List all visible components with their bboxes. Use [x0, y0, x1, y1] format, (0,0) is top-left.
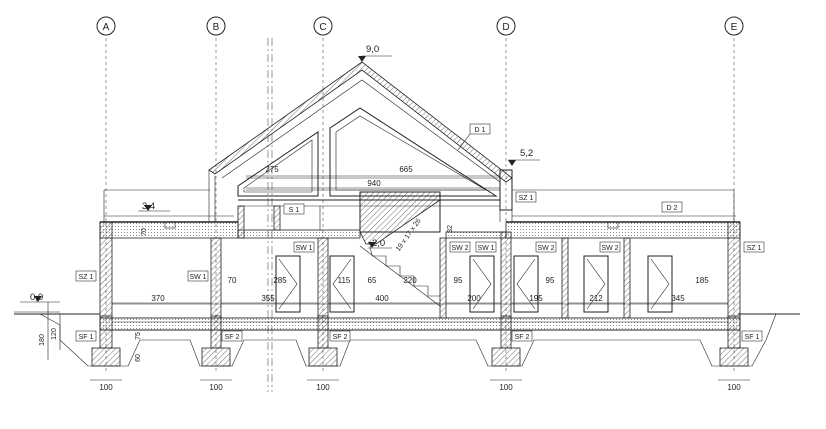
tag-sw2-mid: SW 2: [537, 245, 554, 252]
elevation-low-roof: 3,4: [142, 201, 155, 212]
axis-bubble-e: E: [724, 16, 744, 36]
dim-285: 285: [273, 276, 287, 285]
tag-s1: S 1: [289, 207, 300, 214]
dim-footing-d: 100: [499, 383, 513, 392]
axis-bubble-a: A: [96, 16, 116, 36]
dim-355: 355: [261, 294, 275, 303]
tag-sf1-e: SF 1: [745, 334, 760, 341]
dim-75: 75: [135, 332, 142, 340]
tag-sw2-right: SW 2: [601, 245, 618, 252]
axis-bubble-d: D: [496, 16, 516, 36]
dim-212: 212: [589, 294, 603, 303]
axis-label-e: E: [731, 22, 738, 33]
axis-label-a: A: [103, 22, 110, 33]
tag-sw1-c: SW 1: [295, 245, 312, 252]
tag-sw1-d: SW 1: [477, 245, 494, 252]
tag-sf2-b: SF 2: [225, 334, 240, 341]
dim-400: 400: [375, 294, 389, 303]
dimension-lines: [47, 175, 750, 381]
dim-95-a: 95: [454, 276, 463, 285]
axis-bubble-b: B: [206, 16, 226, 36]
dim-195: 195: [529, 294, 543, 303]
floor-slab: [99, 303, 741, 331]
ground-line: [14, 311, 800, 315]
tag-sw2-stair: SW 2: [451, 245, 468, 252]
dim-footing-b: 100: [209, 383, 223, 392]
dim-220: 220: [403, 276, 417, 285]
dim-940: 940: [367, 179, 381, 188]
dim-footing-e: 100: [727, 383, 741, 392]
dim-120: 120: [51, 328, 58, 340]
dim-370: 370: [151, 294, 165, 303]
door-frames: [275, 255, 673, 313]
tag-d1: D 1: [475, 127, 486, 134]
attic-floor: [237, 177, 500, 239]
grid-axes: [105, 38, 735, 392]
ground-walls: [99, 221, 741, 319]
parapets: [103, 189, 735, 229]
dim-185: 185: [695, 276, 709, 285]
elevation-eave: 5,2: [520, 148, 533, 159]
dim-footing-a: 100: [99, 383, 113, 392]
axis-label-d: D: [502, 22, 509, 33]
tag-sf2-c: SF 2: [333, 334, 348, 341]
ceiling-slabs: [99, 215, 741, 239]
tag-sf1-a: SF 1: [79, 334, 94, 341]
dim-115: 115: [338, 276, 351, 285]
elevation-ground: 0,0: [30, 292, 43, 303]
tag-d2: D 2: [667, 205, 678, 212]
tag-sf2-d: SF 2: [515, 334, 530, 341]
dim-footing-c: 100: [316, 383, 330, 392]
stair: [359, 191, 441, 307]
tag-sz1-d: SZ 1: [519, 195, 534, 202]
axis-bubble-c: C: [313, 16, 333, 36]
dim-70: 70: [228, 276, 237, 285]
axis-label-c: C: [319, 22, 326, 33]
tag-sz1-a: SZ 1: [79, 274, 94, 281]
tag-sz1-e-top: SZ 1: [747, 245, 762, 252]
dim-180: 180: [39, 334, 46, 346]
component-tags: SZ 1 SZ 1 SZ 1 SW 1 SW 1 SW 1 SW 2 SW 2 …: [75, 123, 765, 342]
elevation-stair-landing: 2,0: [372, 238, 385, 249]
elevation-markers: [20, 55, 540, 303]
tag-sw1-b: SW 1: [189, 274, 206, 281]
footings: [91, 347, 749, 367]
dim-32: 32: [447, 225, 454, 233]
dim-65: 65: [368, 276, 377, 285]
dim-275: 275: [265, 165, 279, 174]
dim-70-b: 70: [141, 228, 148, 236]
dim-95-b: 95: [546, 276, 555, 285]
dim-345: 345: [671, 294, 685, 303]
dim-665: 665: [399, 165, 413, 174]
dim-60: 60: [135, 354, 142, 362]
dim-200: 200: [467, 294, 481, 303]
elevation-ridge: 9,0: [366, 44, 379, 55]
axis-label-b: B: [213, 22, 220, 33]
